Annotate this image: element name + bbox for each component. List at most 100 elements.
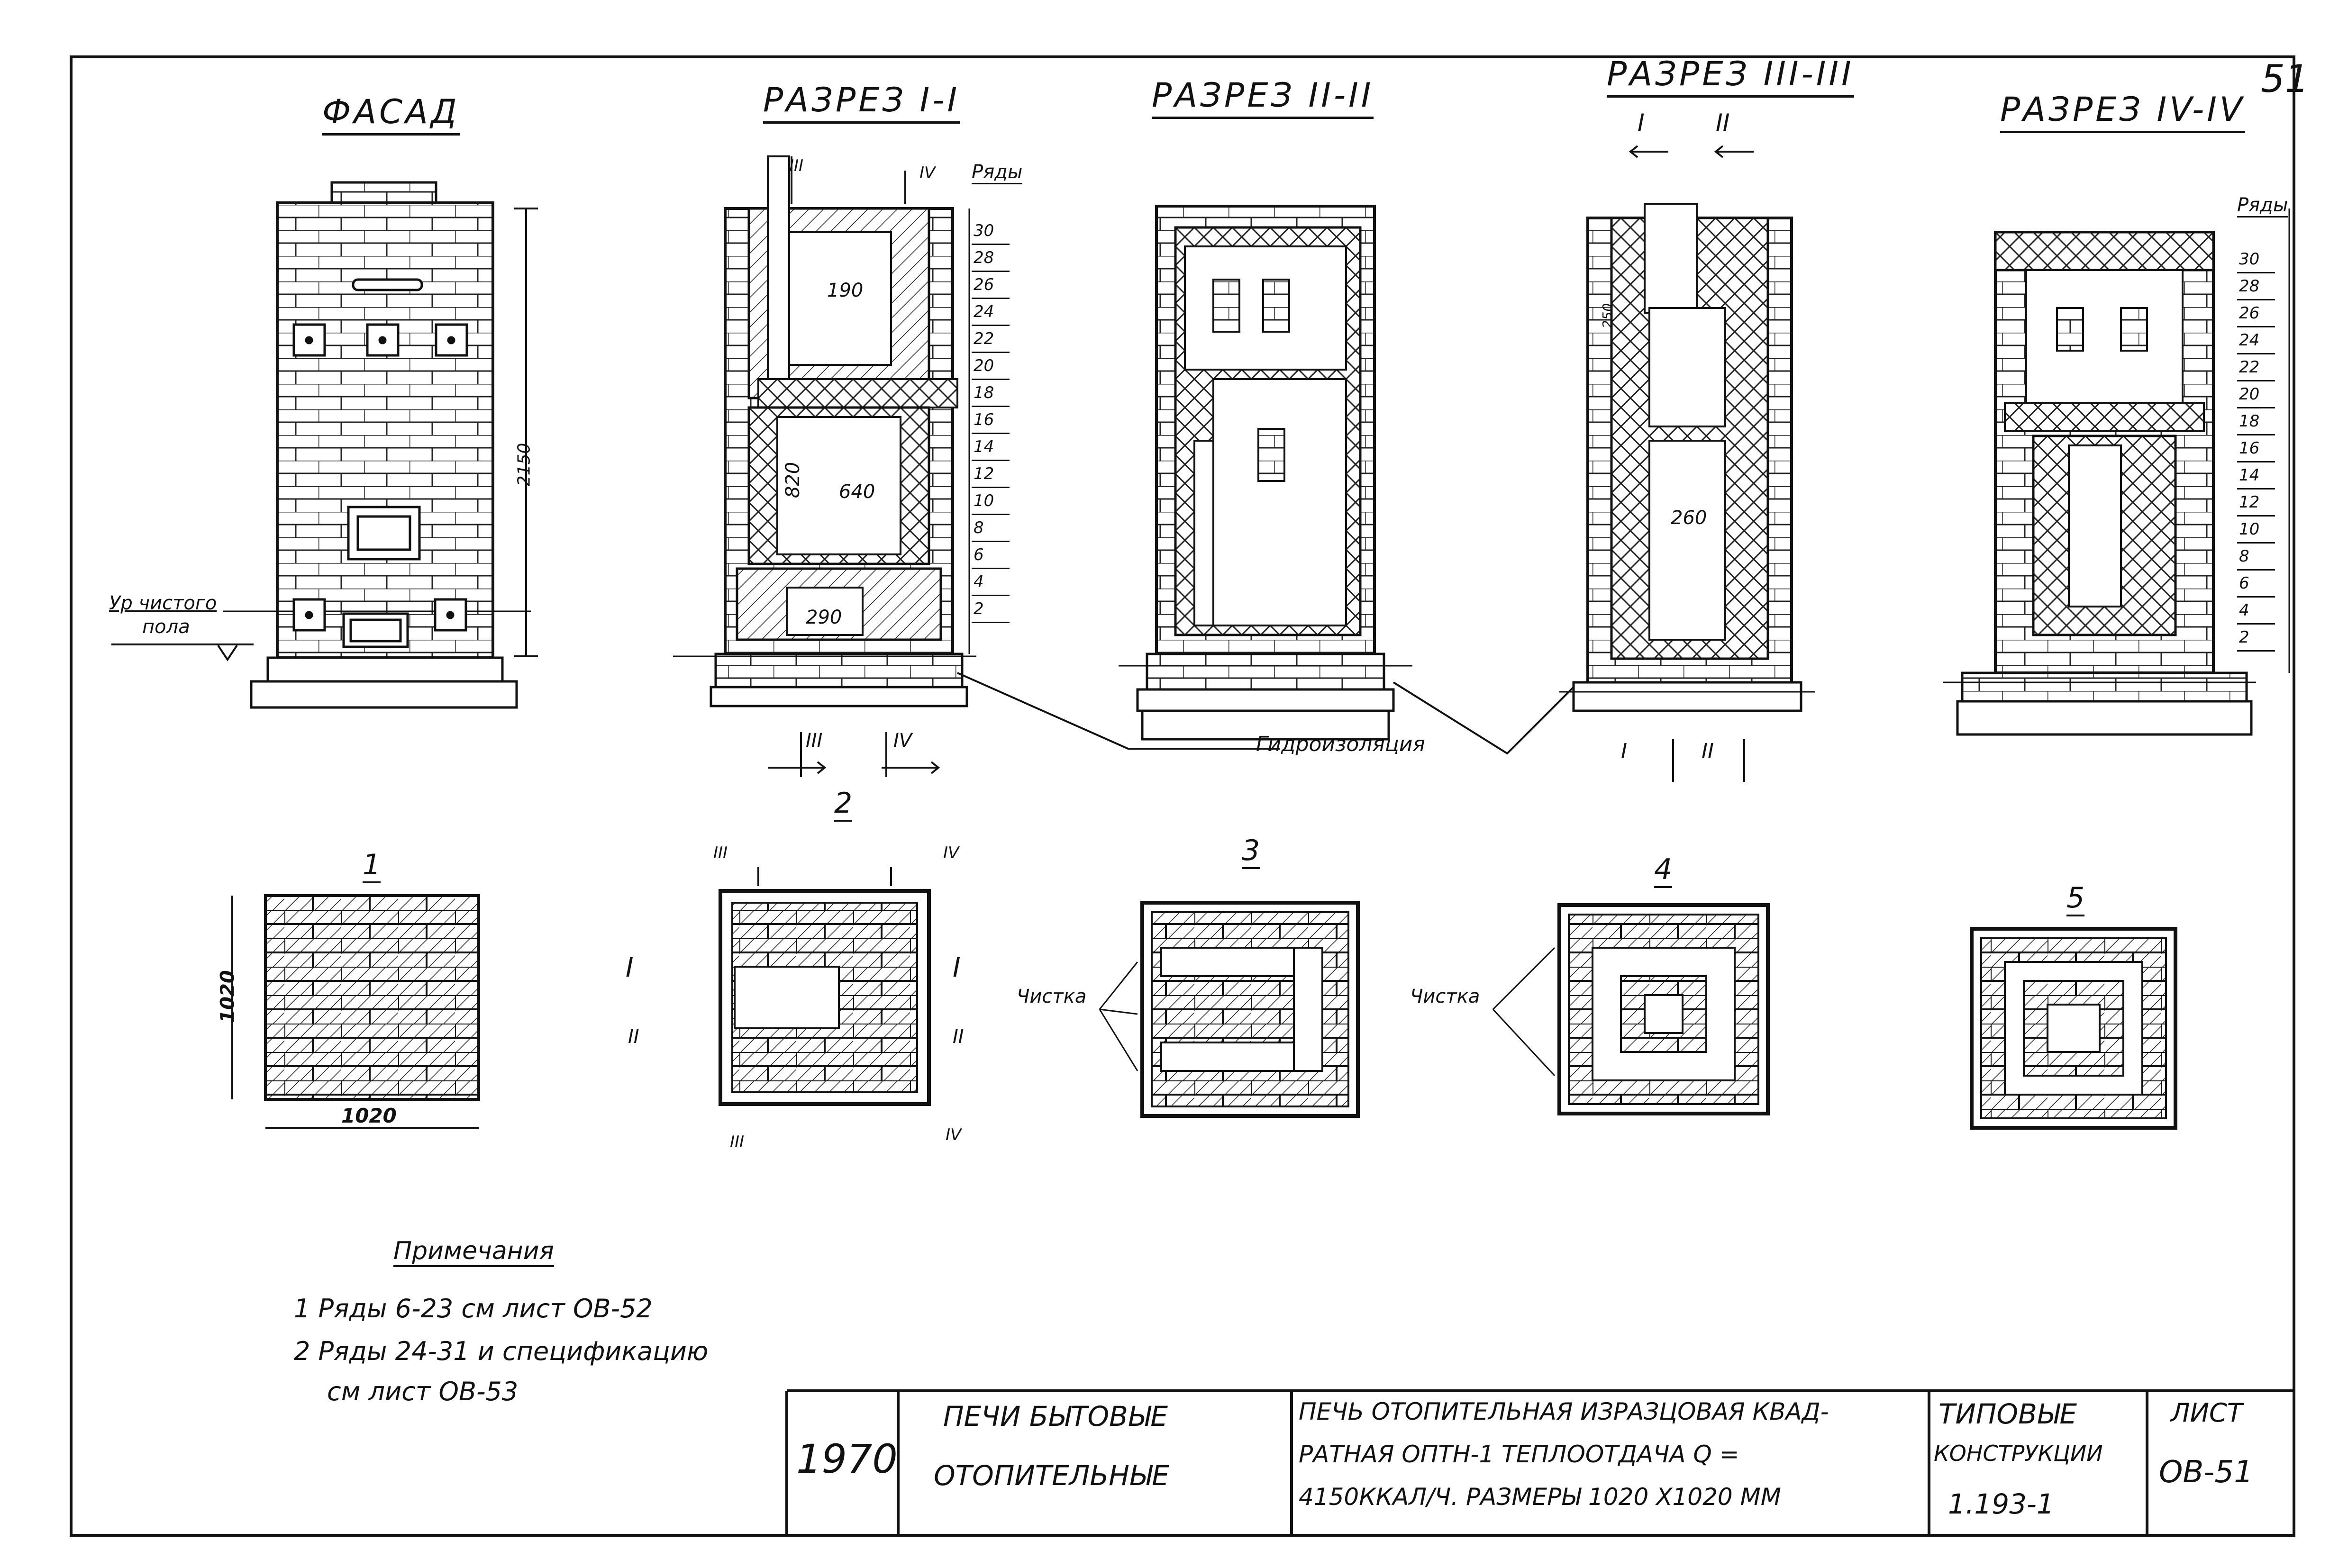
plan2-cut-III-bottom: III (730, 1133, 745, 1151)
floor-level-label-1: Ур чистого (109, 592, 217, 614)
cut-mark-II-top: II (1716, 109, 1730, 136)
cut-mark-III-top: III (789, 156, 804, 175)
notes-line-3: см лист ОВ-53 (327, 1377, 519, 1406)
waterproofing-leaders (957, 672, 1579, 755)
row-number: 30 (972, 218, 1010, 245)
section-3-view (1559, 145, 1815, 782)
title-block-series-2: КОНСТРУКЦИИ (1934, 1441, 2103, 1466)
plan2-cut-II-right: II (953, 1026, 964, 1048)
sheet-border (70, 55, 2295, 1537)
row-number: 16 (972, 407, 1010, 434)
row-number: 16 (2237, 435, 2275, 462)
row-number: 14 (972, 434, 1010, 461)
row-number: 28 (972, 245, 1010, 272)
row-number: 24 (2237, 327, 2275, 354)
row-number: 8 (972, 515, 1010, 542)
row-number: 2 (972, 596, 1010, 623)
title-block-frame (785, 1389, 2294, 1535)
plan-3 (1099, 901, 1360, 1118)
dim-250: 250 (1600, 303, 1616, 329)
notes-heading: Примечания (393, 1237, 554, 1267)
plan-number-3: 3 (1242, 834, 1260, 869)
plan2-cut-IV-bottom: IV (946, 1125, 962, 1144)
dim-1020-vertical: 1020 (217, 970, 239, 1023)
dim-1020-horizontal: 1020 (341, 1104, 397, 1127)
dim-290: 290 (806, 607, 842, 628)
title-block-series-1: ТИПОВЫЕ (1938, 1398, 2077, 1430)
facade-view (111, 181, 538, 709)
title-block-desc-1: ПЕЧЬ ОТОПИТЕЛЬНАЯ ИЗРАЗЦОВАЯ КВАД- (1299, 1398, 1829, 1425)
title-block-category-2: ОТОПИТЕЛЬНЫЕ (934, 1459, 1169, 1492)
section-3-title: РАЗРЕЗ III-III (1607, 54, 1854, 98)
cut-mark-I-top: I (1638, 109, 1645, 136)
dim-260: 260 (1671, 507, 1707, 529)
plan-number-4: 4 (1654, 853, 1673, 888)
title-block-series-3: 1.193-1 (1948, 1488, 2054, 1520)
section-1-view (673, 155, 976, 777)
row-number: 10 (972, 488, 1010, 515)
row-number: 12 (972, 461, 1010, 488)
row-number: 20 (2237, 381, 2275, 408)
row-number: 18 (2237, 408, 2275, 435)
row-number: 26 (972, 272, 1010, 299)
floor-level-label-2: пола (142, 616, 190, 638)
plan2-cut-I-right: I (953, 952, 961, 983)
dim-190: 190 (827, 280, 864, 301)
notes-line-2: 2 Ряды 24-31 и спецификацию (294, 1336, 709, 1366)
cut-mark-IV-bottom: IV (893, 730, 912, 752)
cleaning-label-4: Чистка (1410, 986, 1480, 1007)
row-number: 6 (972, 542, 1010, 569)
plan2-cut-I-left: I (626, 952, 634, 983)
rows-label-4: Ряды (2237, 194, 2288, 218)
title-block-sheet-code: ОВ-51 (2159, 1455, 2253, 1490)
row-number: 22 (972, 326, 1010, 353)
row-number: 28 (2237, 273, 2275, 300)
plan-number-5: 5 (2066, 881, 2085, 916)
plan-2 (719, 867, 931, 1106)
row-number: 22 (2237, 354, 2275, 381)
title-block-year: 1970 (796, 1436, 898, 1482)
row-number: 18 (972, 380, 1010, 407)
section-4-view (1943, 208, 2290, 736)
plan2-cut-II-left: II (628, 1026, 639, 1048)
plan-5 (1970, 927, 2177, 1130)
plan2-cut-III-top: III (713, 843, 728, 862)
row-number: 8 (2237, 544, 2275, 571)
cut-mark-III-bottom: III (806, 730, 823, 752)
cut-mark-II-bottom: II (1702, 739, 1714, 763)
row-number: 26 (2237, 300, 2275, 327)
plan-1 (231, 894, 480, 1129)
plan-number-2: 2 (834, 787, 853, 822)
sheet-number: 51 (2261, 57, 2309, 101)
title-block-desc-2: РАТНАЯ ОПТН-1 ТЕПЛООТДАЧА Q = (1299, 1441, 1739, 1468)
row-number: 20 (972, 353, 1010, 380)
title-block-category-1: ПЕЧИ БЫТОВЫЕ (943, 1400, 1168, 1432)
title-block-desc-3: 4150ККАЛ/Ч. РАЗМЕРЫ 1020 Х1020 ММ (1299, 1483, 1781, 1511)
row-number: 14 (2237, 462, 2275, 489)
rows-label-1: Ряды (972, 161, 1023, 184)
row-number: 2 (2237, 625, 2275, 652)
rows-scale-4: 30 28 26 24 22 20 18 16 14 12 10 8 6 4 2 (2237, 246, 2275, 652)
dim-640: 640 (839, 481, 875, 503)
plan2-cut-IV-top: IV (943, 843, 959, 862)
row-number: 10 (2237, 517, 2275, 544)
cut-mark-I-bottom: I (1621, 739, 1627, 763)
section-4-title: РАЗРЕЗ IV-IV (2000, 90, 2245, 133)
plan-number-1: 1 (363, 848, 381, 883)
row-number: 24 (972, 299, 1010, 326)
row-number: 30 (2237, 246, 2275, 273)
row-number: 4 (2237, 598, 2275, 625)
section-2-title: РАЗРЕЗ II-II (1152, 76, 1374, 119)
section-1-title: РАЗРЕЗ I-I (763, 81, 960, 124)
row-number: 6 (2237, 571, 2275, 598)
cut-mark-IV-top: IV (919, 163, 936, 182)
row-number: 12 (2237, 489, 2275, 517)
notes-line-1: 1 Ряды 6-23 см лист ОВ-52 (294, 1294, 653, 1323)
row-number: 4 (972, 569, 1010, 596)
title-block-sheet-label: ЛИСТ (2171, 1398, 2243, 1428)
dim-820: 820 (782, 462, 804, 498)
plan-4 (1492, 903, 1770, 1115)
waterproofing-label: Гидроизоляция (1256, 732, 1425, 756)
facade-title: ФАСАД (322, 92, 460, 136)
